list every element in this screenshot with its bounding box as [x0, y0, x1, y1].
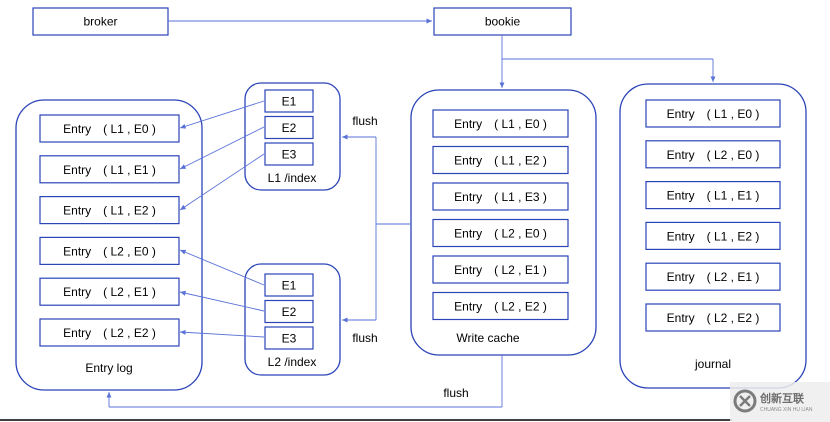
arrow-l1-e3 — [179, 153, 265, 211]
l2-index-title: L2 /index — [268, 355, 317, 369]
l2-index-row-label-1: E2 — [282, 305, 297, 319]
watermark-subtext: CHUANG XIN HU LIAN — [760, 407, 813, 413]
entry-log-row-box-0 — [39, 114, 180, 143]
journal-row-box-5 — [645, 303, 781, 332]
journal-row-label-0: Entry ( L1 , E0 ) — [667, 107, 760, 121]
l1-index-row-box-2 — [264, 142, 314, 166]
l1-index-title: L1 /index — [268, 171, 317, 185]
write-cache-container: Write cache Entry ( L1 , E0 ) Entry ( L1 … — [410, 89, 597, 356]
l1-index-row-label-1: E2 — [282, 121, 297, 135]
entry-log-container: Entry log Entry ( L1 , E0 ) Entry ( L1 , … — [15, 99, 203, 391]
entry-log-row-label-2: Entry ( L1 , E2 ) — [63, 204, 156, 218]
journal-row-label-3: Entry ( L1 , E2 ) — [667, 229, 760, 243]
entry-log-title: Entry log — [85, 361, 132, 375]
watermark-icon — [733, 389, 757, 413]
arrow-l2-e2 — [179, 290, 265, 312]
l2-index-row-label-0: E1 — [282, 279, 297, 293]
bookie-node: bookie — [433, 7, 572, 36]
bookie-label: bookie — [485, 15, 521, 29]
journal-row-label-5: Entry ( L2 , E2 ) — [667, 311, 760, 325]
entry-log-row-label-1: Entry ( L1 , E1 ) — [63, 163, 156, 177]
entry-log-row-label-3: Entry ( L2 , E0 ) — [63, 244, 156, 258]
broker-label: broker — [83, 15, 117, 29]
entry-log-row-box-4 — [39, 277, 180, 306]
l1-index-row-box-1 — [264, 115, 314, 140]
write-cache-row-label-4: Entry ( L2 , E1 ) — [454, 263, 547, 277]
write-cache-row-box-3 — [432, 218, 569, 248]
write-cache-row-label-0: Entry ( L1 , E0 ) — [454, 117, 547, 131]
journal-row-label-1: Entry ( L2 , E0 ) — [667, 148, 760, 162]
l2-index-row-box-1 — [264, 299, 314, 324]
entry-log-row-box-2 — [39, 196, 180, 225]
broker-node: broker — [32, 7, 169, 36]
flush-label-bottom: flush — [443, 386, 468, 400]
arrow-l1-e1 — [179, 100, 265, 129]
journal-row-box-1 — [645, 140, 781, 169]
write-cache-row-box-2 — [432, 182, 569, 211]
l2-index-row-box-2 — [264, 326, 314, 350]
journal-row-box-0 — [645, 99, 781, 128]
l2-index-row-label-2: E3 — [282, 332, 297, 346]
entry-log-row-label-4: Entry ( L2 , E1 ) — [63, 285, 156, 299]
watermark-text: 创新互联 — [759, 391, 804, 405]
journal-row-label-2: Entry ( L1 , E1 ) — [667, 189, 760, 203]
entry-log-row-box-5 — [39, 318, 180, 347]
l1-index-row-box-0 — [264, 89, 314, 113]
arrow-l2-e3 — [179, 329, 265, 338]
journal-title: journal — [694, 357, 731, 371]
entry-log-row-box-3 — [39, 236, 180, 265]
l1-index-row-label-2: E3 — [282, 148, 297, 162]
entry-log-row-box-1 — [39, 155, 180, 184]
entry-log-row-label-0: Entry ( L1 , E0 ) — [63, 122, 156, 136]
arrow-l2-e1 — [179, 249, 265, 286]
arrow-l1-e2 — [179, 126, 265, 170]
write-cache-row-box-4 — [432, 255, 569, 284]
journal-row-label-4: Entry ( L2 , E1 ) — [667, 270, 760, 284]
l2-index-row-box-0 — [264, 273, 314, 297]
write-cache-row-label-2: Entry ( L1 , E3 ) — [454, 190, 547, 204]
write-cache-row-label-1: Entry ( L1 , E2 ) — [454, 154, 547, 168]
journal-row-box-2 — [645, 181, 781, 210]
write-cache-row-box-5 — [432, 291, 569, 321]
write-cache-row-label-5: Entry ( L2 , E2 ) — [454, 300, 547, 314]
connectors — [106, 18, 716, 408]
write-cache-title: Write cache — [456, 331, 519, 345]
watermark-logo: 创新互联 CHUANG XIN HU LIAN — [730, 382, 830, 422]
write-cache-row-label-3: Entry ( L2 , E0 ) — [454, 227, 547, 241]
write-cache-row-box-0 — [432, 109, 569, 138]
journal-row-box-3 — [645, 221, 781, 250]
journal-row-box-4 — [645, 262, 781, 291]
l1-index-row-label-0: E1 — [282, 95, 297, 109]
flush-label-top: flush — [352, 114, 377, 128]
write-cache-row-box-1 — [432, 145, 569, 175]
journal-container: journal Entry ( L1 , E0 ) Entry ( L2 , E0… — [619, 83, 807, 389]
entry-log-row-label-5: Entry ( L2 , E2 ) — [63, 326, 156, 340]
flush-label-middle: flush — [352, 331, 377, 345]
